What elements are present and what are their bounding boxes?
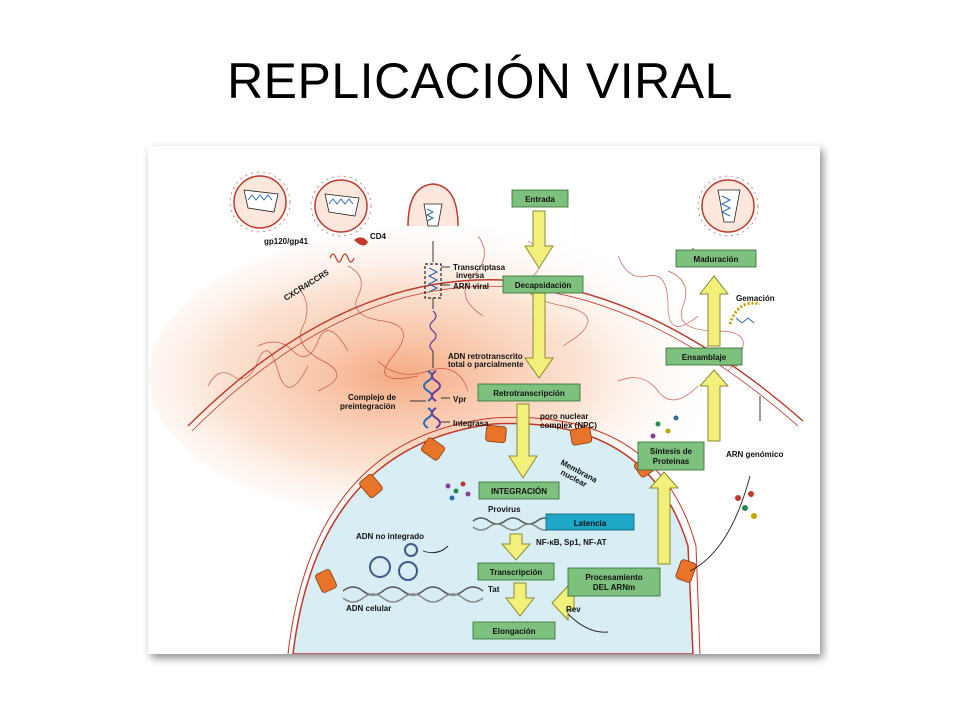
budding-virion <box>728 301 761 325</box>
step-sintesis: Síntesis de Proteínas <box>637 441 705 471</box>
virion-mature <box>697 175 759 237</box>
cd4-receptor <box>354 237 368 246</box>
step-procesamiento: Procesamiento DEL ARNm <box>567 567 661 597</box>
svg-text:Síntesis de: Síntesis de <box>650 447 693 456</box>
label-rev: Rev <box>566 605 581 614</box>
svg-text:Latencia: Latencia <box>574 519 607 528</box>
cxcr4-receptor <box>329 253 355 263</box>
label-provirus: Provirus <box>488 505 521 514</box>
slide-title: REPLICACIÓN VIRAL <box>227 53 733 109</box>
label-preintegracion: preintegración <box>340 402 396 411</box>
svg-text:Maduración: Maduración <box>694 255 739 264</box>
step-transcripcion: Transcripción <box>477 562 555 581</box>
svg-text:Transcripción: Transcripción <box>490 568 543 577</box>
unintegrated-dna-circles <box>369 543 418 581</box>
virion-2 <box>310 175 372 237</box>
step-retrotranscripcion: Retrotranscripción <box>477 383 581 402</box>
label-inversa: inversa <box>456 271 485 280</box>
thin-arrows <box>422 248 761 633</box>
label-arn-viral: ARN viral <box>453 282 489 291</box>
label-cd4: CD4 <box>370 232 387 241</box>
nuclear-dots <box>445 415 757 519</box>
svg-text:Decapsidación: Decapsidación <box>515 281 572 290</box>
label-tat: Tat <box>488 585 500 594</box>
step-elongacion: Elongación <box>472 621 556 640</box>
step-ensamblaje: Ensamblaje <box>665 347 743 366</box>
label-adn-retro-2: total o parcialmente <box>448 360 524 369</box>
process-arrows <box>500 210 730 622</box>
step-integracion: INTEGRACIÓN <box>478 481 560 500</box>
label-adn-celular: ADN celular <box>346 604 391 613</box>
label-adn-retro: ADN retrotranscrito <box>448 352 523 361</box>
label-poro: poro nuclear <box>540 412 588 421</box>
step-latencia: Latencia <box>545 513 635 531</box>
label-adn-no-integrado: ADN no integrado <box>356 532 424 541</box>
svg-text:INTEGRACIÓN: INTEGRACIÓN <box>491 487 547 496</box>
label-transcriptasa: Transcriptasa <box>453 263 506 272</box>
label-vpr: Vpr <box>453 395 466 404</box>
hiv-replication-diagram: Entrada Decapsidación Retrotranscripción… <box>148 146 820 654</box>
label-factores: NF-κB, Sp1, NF-AT <box>536 538 607 547</box>
svg-text:Procesamiento: Procesamiento <box>585 573 642 582</box>
provirus-dna <box>472 517 554 531</box>
cellular-dna <box>342 586 484 603</box>
label-gemacion: Gemación <box>736 294 775 303</box>
entry-path-arrows <box>410 241 450 423</box>
svg-text:Retrotranscripción: Retrotranscripción <box>493 389 565 398</box>
svg-text:Elongación: Elongación <box>492 627 535 636</box>
svg-text:Proteínas: Proteínas <box>653 457 690 466</box>
step-entrada: Entrada <box>511 189 569 208</box>
svg-text:Ensamblaje: Ensamblaje <box>682 353 727 362</box>
label-integrasa: Integrasa <box>453 419 489 428</box>
virion-fusing <box>407 183 459 227</box>
label-arn-genomico: ARN genómico <box>726 450 783 459</box>
label-complejo: Complejo de <box>348 393 397 402</box>
svg-text:Entrada: Entrada <box>525 195 555 204</box>
label-gp120: gp120/gp41 <box>264 237 309 246</box>
label-npc: complex (NPC) <box>540 421 597 430</box>
step-maduracion: Maduración <box>675 249 757 268</box>
step-decapsidacion: Decapsidación <box>502 275 584 294</box>
svg-text:DEL ARNm: DEL ARNm <box>593 583 635 592</box>
reverse-transcription-strands <box>423 263 442 429</box>
virion-1 <box>229 171 291 233</box>
